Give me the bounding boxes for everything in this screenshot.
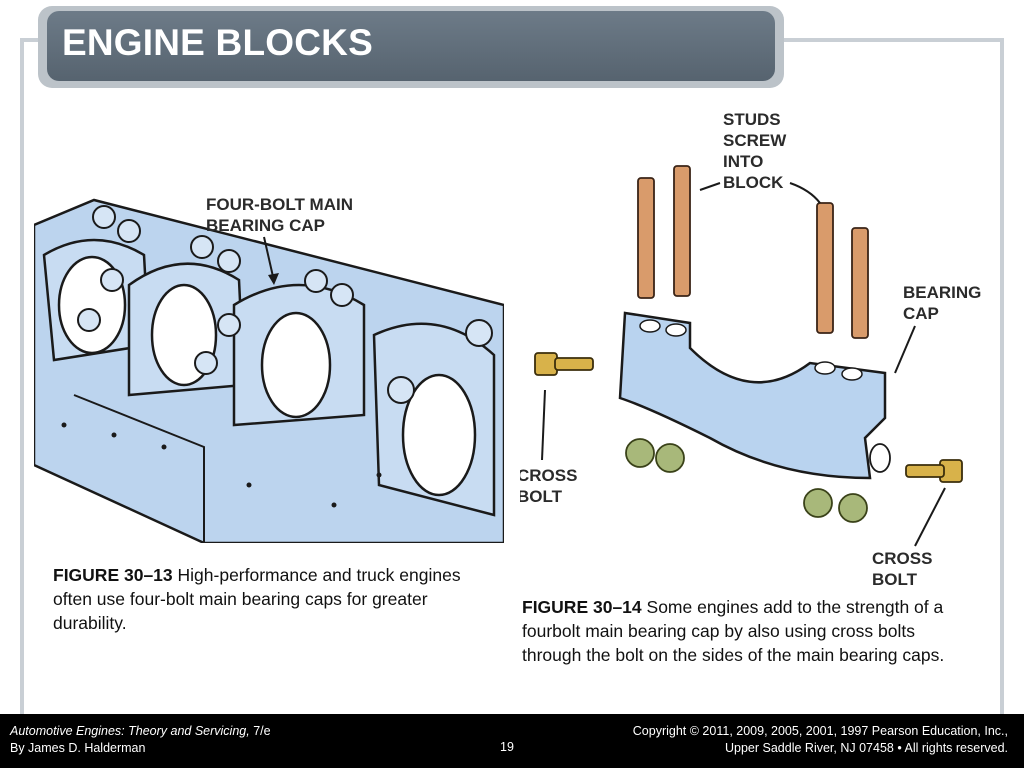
callout-cross-bolt-left-line2: BOLT — [520, 487, 563, 506]
footer-copyright: Copyright © 2011, 2009, 2005, 2001, 1997… — [633, 723, 1008, 757]
footer: Automotive Engines: Theory and Servicing… — [0, 714, 1024, 768]
figure-30-13-number: FIGURE 30–13 — [53, 565, 173, 585]
title-bar — [47, 11, 775, 81]
callout-studs-line4: BLOCK — [723, 173, 784, 192]
figure-30-13-caption: FIGURE 30–13 High-performance and truck … — [53, 563, 493, 635]
figure-30-14-caption: FIGURE 30–14 Some engines add to the str… — [522, 595, 972, 667]
footer-author: By James D. Halderman — [10, 741, 146, 755]
bearing-cap-illustration: STUDS SCREW INTO BLOCK BEARING CAP CROSS… — [520, 110, 981, 589]
callout-studs-line1: STUDS — [723, 110, 781, 129]
engine-block-illustration: FOUR-BOLT MAIN BEARING CAP — [34, 195, 504, 543]
copyright-line1: Copyright © 2011, 2009, 2005, 2001, 1997… — [632, 724, 1008, 738]
figure-30-14-number: FIGURE 30–14 — [522, 597, 642, 617]
slide-title: ENGINE BLOCKS — [62, 22, 373, 63]
copyright-line2: Upper Saddle River, NJ 07458 • All right… — [725, 741, 1008, 755]
callout-cross-bolt-left-line1: CROSS — [520, 466, 577, 485]
figure-30-13-text: High-performance and truck engines often… — [53, 565, 461, 633]
callout-studs-line2: SCREW — [723, 131, 787, 150]
figure-30-14-text: Some engines add to the strength of a fo… — [522, 597, 945, 665]
callout-bearing-cap-line1: BEARING — [903, 283, 981, 302]
footer-edition: 7/e — [253, 724, 271, 738]
callout-four-bolt-line2: BEARING CAP — [206, 216, 325, 235]
footer-book-info: Automotive Engines: Theory and Servicing… — [10, 723, 271, 757]
page-number: 19 — [500, 740, 514, 754]
callout-four-bolt-line1: FOUR-BOLT MAIN — [206, 195, 353, 214]
callout-studs-line3: INTO — [723, 152, 763, 171]
callout-cross-bolt-right-line1: CROSS — [872, 549, 932, 568]
callout-cross-bolt-right-line2: BOLT — [872, 570, 918, 589]
footer-book-title: Automotive Engines: Theory and Servicing… — [10, 724, 250, 738]
callout-bearing-cap-line2: CAP — [903, 304, 939, 323]
